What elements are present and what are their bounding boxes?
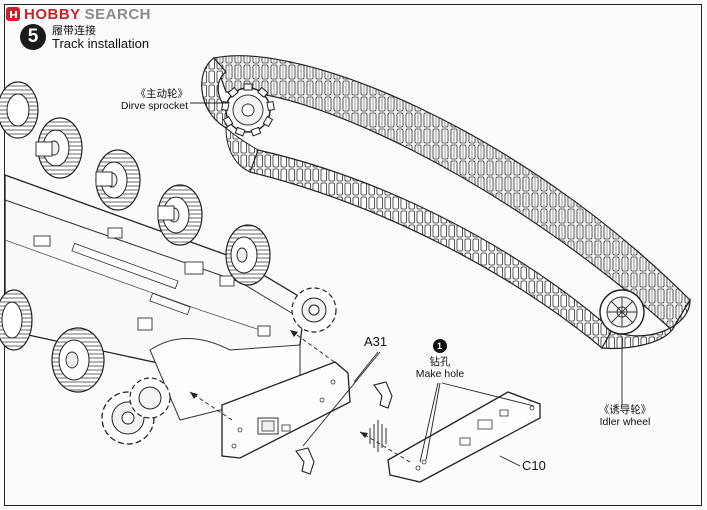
make-hole-label-chinese: 钻孔 — [429, 356, 451, 368]
make-hole-badge — [433, 339, 447, 353]
sprocket — [291, 287, 337, 333]
shield-logo-icon — [6, 7, 20, 21]
hull-chassis-illustration — [4, 174, 306, 421]
road-wheel — [51, 327, 105, 393]
step-number-badge: 5 — [20, 24, 46, 50]
hull-drive-sprockets — [101, 287, 337, 445]
make-hole-label-english: Make hole — [415, 368, 465, 380]
make-hole-badge-number: 1 — [437, 341, 443, 351]
idler-label: 《诱导轮》 Idler wheel — [580, 404, 670, 428]
road-wheel — [0, 81, 39, 139]
road-wheel — [0, 289, 33, 351]
step-title-chinese: 履带连接 — [52, 25, 96, 37]
drill-mark-symbol — [369, 420, 387, 452]
sprocket-label-english: Dirve sprocket — [120, 100, 188, 112]
sprocket-label-chinese: 《主动轮》 — [135, 88, 189, 100]
idler-wheel-illustration — [599, 289, 645, 335]
drive-sprocket-illustration — [221, 83, 275, 137]
part-number-a31: A31 — [364, 334, 388, 349]
road-wheels-lower — [0, 289, 105, 393]
road-wheels-upper — [0, 81, 271, 286]
hobby-search-watermark: HOBBY SEARCH — [6, 5, 152, 23]
road-wheel — [37, 117, 83, 179]
step-title: Track installation — [52, 36, 150, 51]
part-number-c10: C10 — [522, 458, 546, 473]
arrowheads — [190, 330, 368, 438]
tow-hook-a31 — [295, 381, 393, 475]
idler-label-chinese: 《诱导轮》 — [598, 404, 652, 416]
plate-c10-part — [387, 391, 541, 483]
sprocket — [129, 377, 171, 419]
rear-plate-part — [221, 361, 351, 459]
leader-lines — [189, 102, 623, 467]
road-wheel — [225, 224, 271, 286]
make-hole-label: 钻孔 Make hole — [408, 356, 472, 380]
sprocket-label: 《主动轮》 Dirve sprocket — [100, 88, 188, 112]
logo-brand-hobby: HOBBY — [24, 5, 81, 23]
idler-label-english: Idler wheel — [599, 416, 651, 428]
track-link-joint — [225, 126, 259, 173]
logo-brand-search: SEARCH — [84, 5, 152, 23]
